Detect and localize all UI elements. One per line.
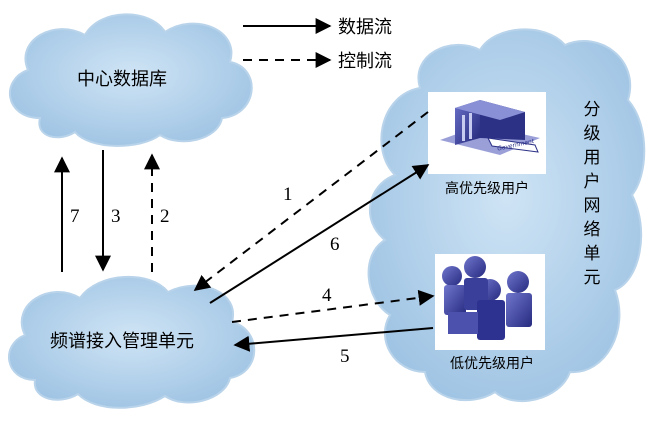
arrow-label-3: 3: [111, 206, 121, 227]
user-group-icon: [442, 256, 532, 340]
network-unit-char: 级: [584, 124, 601, 144]
arrow-4: [231, 289, 435, 323]
arrow-1: [193, 111, 429, 291]
low-user-label: 低优先级用户: [450, 355, 534, 372]
arrow-label-1: 1: [283, 184, 293, 205]
high-user-label: 高优先级用户: [445, 180, 529, 197]
low-priority-user: 低优先级用户: [435, 254, 545, 372]
network-unit-char: 络: [584, 220, 601, 240]
network-unit-char: 单: [584, 244, 601, 264]
government-building-icon: Government: [440, 100, 540, 155]
spectrum-unit-cloud: 频谱接入管理单元: [8, 275, 256, 409]
arrow-label-7: 7: [70, 206, 80, 227]
network-unit-char: 用: [584, 148, 601, 168]
network-unit-char: 分: [584, 100, 601, 120]
arrow-label-4: 4: [322, 285, 332, 306]
network-unit-label: 分级用户网络单元: [584, 100, 601, 288]
legend: 数据流 控制流: [243, 17, 392, 72]
arrow-label-2: 2: [160, 206, 170, 227]
arrow-6: [209, 164, 430, 304]
central-db-label: 中心数据库: [77, 69, 167, 90]
arrow-labels: 7 3 2 1 6 4 5: [70, 184, 350, 367]
arrow-5: [233, 327, 434, 352]
arrow-label-6: 6: [330, 234, 340, 255]
high-priority-user: Government 高优先级用户: [428, 92, 546, 197]
arrow-label-5: 5: [340, 346, 350, 367]
network-unit-char: 元: [584, 268, 601, 288]
legend-data-flow-label: 数据流: [338, 17, 392, 38]
network-unit-char: 户: [584, 172, 601, 192]
flow-arrows: [54, 111, 435, 352]
spectrum-unit-label: 频谱接入管理单元: [50, 331, 194, 352]
legend-control-flow-label: 控制流: [338, 51, 392, 72]
network-unit-char: 网: [584, 196, 601, 216]
central-db-cloud: 中心数据库: [8, 13, 253, 147]
